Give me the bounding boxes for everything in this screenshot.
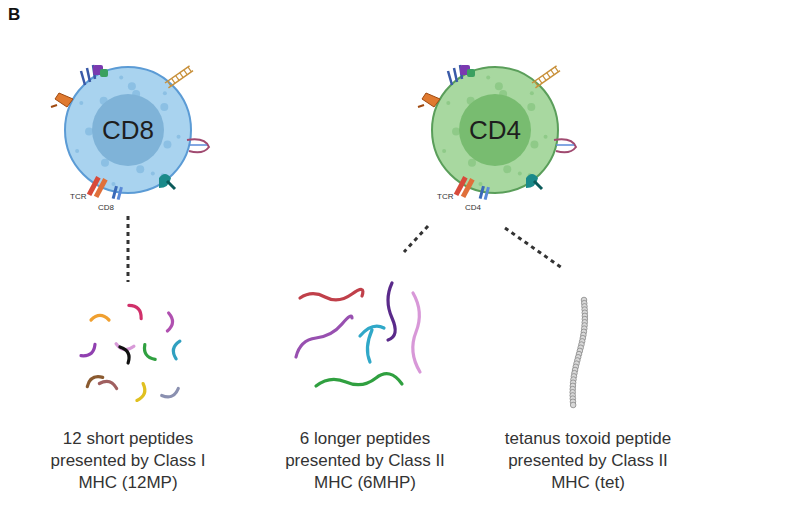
panel-letter: B	[8, 4, 20, 26]
receptor-label: CD4	[465, 203, 481, 213]
receptor-label: TCR	[437, 192, 453, 202]
dotted-connector	[128, 216, 562, 282]
receptor-label: CD8	[98, 203, 114, 213]
long-peptides	[296, 283, 420, 386]
receptor-label: TCR	[70, 192, 86, 202]
peptide-caption: tetanus toxoid peptide presented by Clas…	[493, 428, 683, 494]
peptide-caption: 12 short peptides presented by Class I M…	[38, 428, 218, 494]
cd4-t-cell: CD4	[430, 65, 560, 195]
short-peptides	[81, 302, 180, 402]
surface-receptors	[51, 65, 209, 200]
cell-label: CD8	[102, 115, 154, 146]
cell-label: CD4	[469, 115, 521, 146]
surface-receptors	[418, 65, 576, 200]
tetanus-peptide-chain	[570, 297, 588, 408]
peptide-caption: 6 longer peptides presented by Class II …	[272, 428, 458, 494]
cd8-t-cell: CD8	[63, 65, 193, 195]
